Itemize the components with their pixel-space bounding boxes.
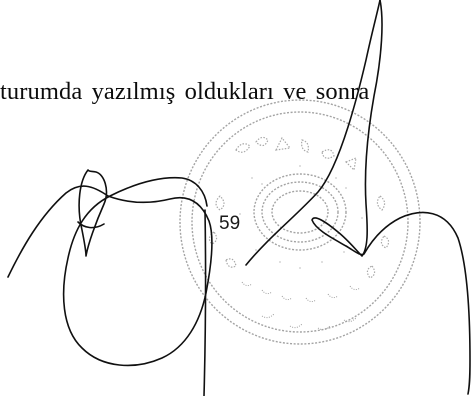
- page-number: 59: [219, 213, 241, 234]
